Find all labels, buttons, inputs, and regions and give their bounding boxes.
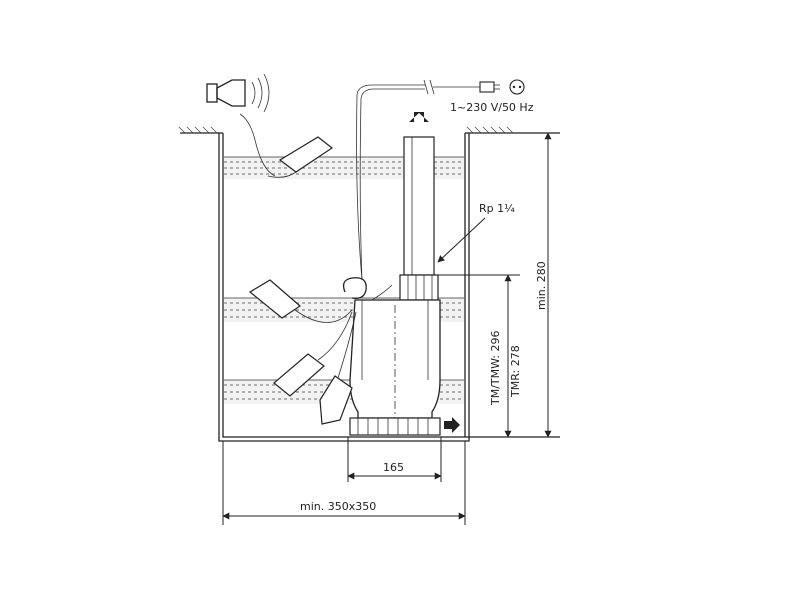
upper-float-switch (267, 136, 334, 178)
pump-height-dimension (438, 274, 520, 438)
discharge-pipe (403, 112, 435, 276)
power-cable (356, 79, 500, 281)
pit-size-dimension (222, 441, 466, 525)
pit-walls (218, 133, 560, 442)
middle-float-switch (248, 279, 353, 323)
tm-height-label: TM/TMW: 296 (489, 330, 502, 406)
pit-size-label: min. 350x350 (300, 500, 376, 513)
pump-width-dimension (347, 437, 442, 482)
socket-icon (509, 79, 525, 95)
min-height-label: min. 280 (535, 261, 548, 310)
power-label: 1~230 V/50 Hz (450, 101, 534, 114)
min-height-dimension (530, 132, 560, 438)
ground-surface (178, 126, 560, 134)
tmr-height-label: TMR: 278 (509, 345, 522, 398)
pump-unit (342, 274, 460, 436)
lower-float-switch (273, 311, 353, 397)
pump-width-label: 165 (383, 461, 404, 474)
alarm-horn-icon (206, 73, 276, 177)
rp-label: Rp 1¼ (479, 202, 515, 215)
pump-float-switch (319, 311, 357, 425)
